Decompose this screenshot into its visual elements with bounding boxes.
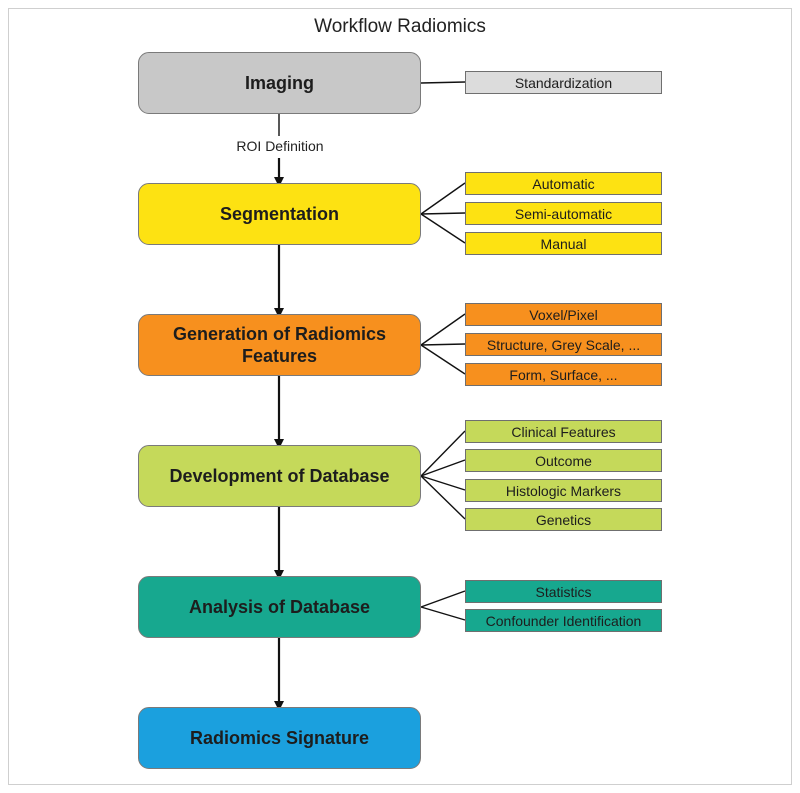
step-radiomics-signature: Radiomics Signature	[138, 707, 421, 769]
step-imaging: Imaging	[138, 52, 421, 114]
step-segmentation: Segmentation	[138, 183, 421, 245]
step-development-database-label: Development of Database	[169, 465, 390, 486]
branch-step-1-sub-1	[420, 81, 466, 84]
branch-step-5-sub-2	[420, 606, 466, 621]
step-development-database: Development of Database	[138, 445, 421, 507]
branch-step-4-sub-1	[420, 430, 466, 477]
sub-voxel-pixel: Voxel/Pixel	[465, 303, 662, 326]
diagram-title: Workflow Radiomics	[314, 16, 486, 37]
branch-step-3-sub-3	[420, 344, 466, 375]
sub-statistics: Statistics	[465, 580, 662, 603]
branch-step-2-sub-3	[420, 213, 466, 244]
sub-structure-grey-scale: Structure, Grey Scale, ...	[465, 333, 662, 356]
sub-automatic: Automatic	[465, 172, 662, 195]
sub-confounder-identification: Confounder Identification	[465, 609, 662, 632]
sub-clinical-features: Clinical Features	[465, 420, 662, 443]
sub-outcome: Outcome	[465, 449, 662, 472]
step-imaging-label: Imaging	[244, 72, 314, 93]
step-analysis-database: Analysis of Database	[138, 576, 421, 638]
branch-step-4-sub-3	[420, 475, 466, 491]
branch-step-4-sub-4	[420, 475, 466, 520]
step-radiomics-signature-label: Radiomics Signature	[189, 727, 370, 748]
sub-form-surface: Form, Surface, ...	[465, 363, 662, 386]
sub-genetics: Genetics	[465, 508, 662, 531]
roi-definition-label: ROI Definition	[236, 138, 324, 154]
sub-manual: Manual	[465, 232, 662, 255]
branch-step-3-sub-2	[420, 343, 466, 346]
figure-frame	[8, 8, 792, 785]
branch-step-2-sub-1	[420, 182, 466, 215]
branch-step-3-sub-1	[420, 313, 466, 346]
sub-semi-automatic: Semi-automatic	[465, 202, 662, 225]
sub-standardization: Standardization	[465, 71, 662, 94]
step-analysis-database-label: Analysis of Database	[188, 596, 371, 617]
step-segmentation-label: Segmentation	[219, 203, 339, 224]
step-generation-features: Generation of Radiomics Features	[138, 314, 421, 376]
branch-step-4-sub-2	[420, 459, 466, 477]
sub-histologic-markers: Histologic Markers	[465, 479, 662, 502]
branch-step-5-sub-1	[420, 590, 466, 608]
branch-step-2-sub-2	[420, 212, 466, 215]
step-generation-features-label: Generation of Radiomics Features	[172, 323, 387, 367]
